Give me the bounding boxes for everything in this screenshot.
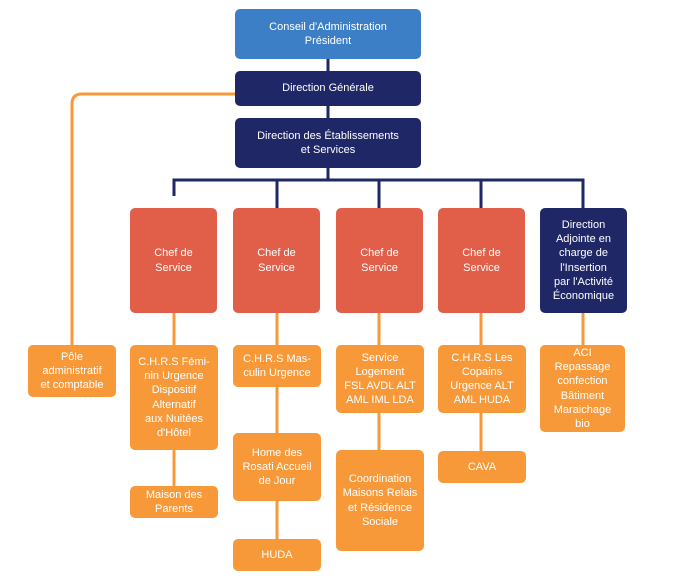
- conseil-box: Conseil d'Administration Président: [235, 9, 421, 59]
- cava-box: CAVA: [438, 451, 526, 483]
- huda-box: HUDA: [233, 539, 321, 571]
- direction-generale-box: Direction Générale: [235, 71, 421, 106]
- chef-service-box-3: Chef de Service: [336, 208, 423, 313]
- chef-service-box-1: Chef de Service: [130, 208, 217, 313]
- home-rosati-box: Home des Rosati Accueil de Jour: [233, 433, 321, 501]
- service-logement-box: Service Logement FSL AVDL ALT AML IML LD…: [336, 345, 424, 413]
- chef-service-box-4: Chef de Service: [438, 208, 525, 313]
- chrs-copains-box: C.H.R.S Les Copains Urgence ALT AML HUDA: [438, 345, 526, 413]
- pole-administratif-box: Pôle administratif et comptable: [28, 345, 116, 397]
- direction-etablissements-box: Direction des Établissements et Services: [235, 118, 421, 168]
- connector-branch-bar: [172, 168, 585, 208]
- coordination-box: Coordination Maisons Relais et Résidence…: [336, 450, 424, 551]
- chef-service-box-2: Chef de Service: [233, 208, 320, 313]
- connector-pole: [70, 92, 236, 345]
- maison-parents-box: Maison des Parents: [130, 486, 218, 518]
- chrs-feminin-box: C.H.R.S Fémi- nin Urgence Dispositif Alt…: [130, 345, 218, 450]
- direction-adjointe-box: Direction Adjointe en charge de l'Insert…: [540, 208, 627, 313]
- chrs-masculin-box: C.H.R.S Mas- culin Urgence: [233, 345, 321, 387]
- aci-box: ACI Repassage confection Bâtiment Maraic…: [540, 345, 625, 432]
